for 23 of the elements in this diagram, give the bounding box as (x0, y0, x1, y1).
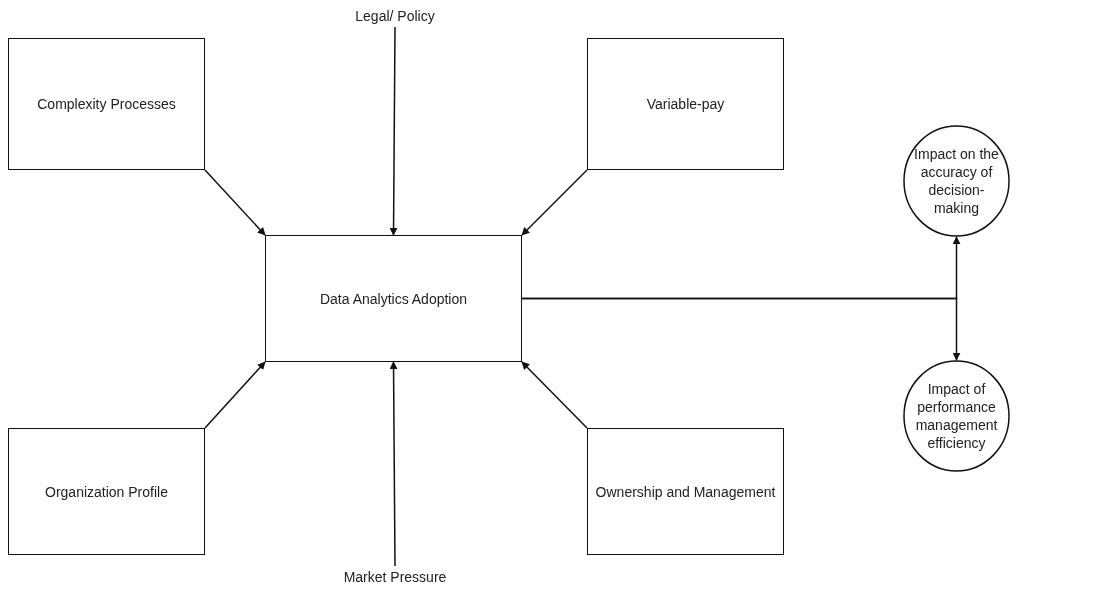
box-label: Data Analytics Adoption (319, 289, 468, 308)
outcome-ellipse (903, 360, 1010, 472)
process-box (587, 428, 784, 555)
process-box (8, 428, 205, 555)
outcome-ellipse (903, 125, 1010, 237)
box-label: Organization Profile (45, 482, 168, 501)
arrow (204, 361, 266, 429)
process-box (587, 38, 784, 170)
arrow (521, 297, 961, 361)
arrow (521, 169, 588, 236)
process-box (8, 38, 205, 170)
box-label: Ownership and Management (595, 482, 776, 501)
arrow (521, 361, 588, 429)
arrow (204, 169, 266, 236)
arrow (389, 26, 398, 236)
process-box (265, 235, 522, 362)
box-label: Impact on the accuracy of decision-making (913, 145, 1000, 217)
input-label: Market Pressure (343, 568, 447, 586)
box-label: Impact of performance management efficiency (914, 380, 999, 452)
input-label: Legal/ Policy (355, 7, 435, 25)
box-label: Variable-pay (646, 95, 725, 113)
arrow (389, 361, 398, 567)
box-label: Complexity Processes (37, 95, 176, 113)
